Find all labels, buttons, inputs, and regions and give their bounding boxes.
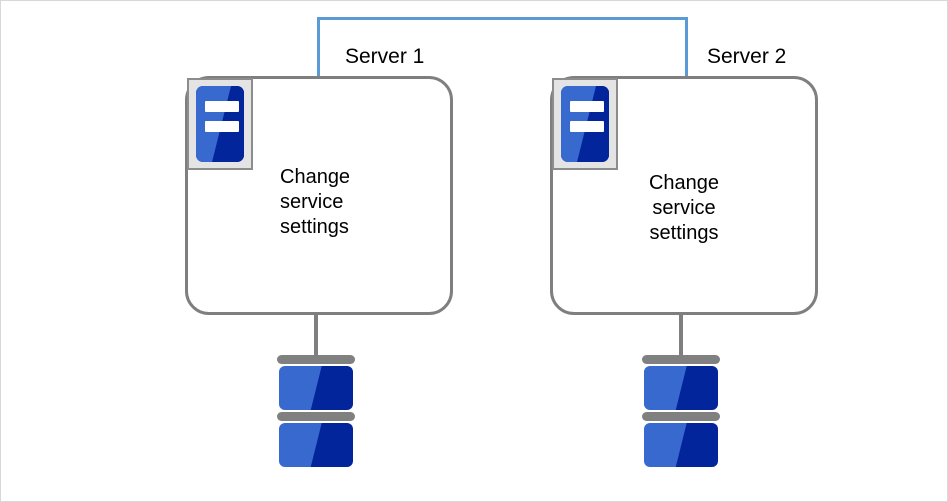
server-slot-bar-top	[205, 101, 239, 112]
disk-platter-bar-top	[277, 355, 355, 364]
server-1-body-text: Change service settings	[280, 166, 351, 238]
server-icon	[187, 78, 253, 170]
disk-icon[interactable]	[277, 355, 355, 469]
server-slot-bar-top	[570, 101, 604, 112]
disk-platter-bar-middle	[642, 412, 720, 421]
server-slot-bar-bottom	[205, 121, 239, 132]
server-chassis	[561, 86, 609, 162]
disk-connector-line	[314, 314, 318, 358]
disk-platter-block-bottom	[644, 423, 718, 467]
server-2-box[interactable]: Change service settings	[550, 76, 818, 315]
server-chassis	[196, 86, 244, 162]
disk-icon[interactable]	[642, 355, 720, 469]
server-2-body-text: Change service settings	[648, 172, 720, 244]
server-slot-bar-bottom	[570, 121, 604, 132]
disk-platter-block-bottom	[279, 423, 353, 467]
disk-platter-bar-top	[642, 355, 720, 364]
server-1-box[interactable]: Change service settings	[185, 76, 453, 315]
disk-platter-block-top	[644, 366, 718, 410]
server-icon	[552, 78, 618, 170]
server-2-label: Server 2	[707, 45, 787, 68]
interconnect-link	[317, 17, 688, 77]
disk-connector-line	[679, 314, 683, 358]
disk-platter-bar-middle	[277, 412, 355, 421]
server-1-label: Server 1	[345, 45, 425, 68]
disk-platter-block-top	[279, 366, 353, 410]
